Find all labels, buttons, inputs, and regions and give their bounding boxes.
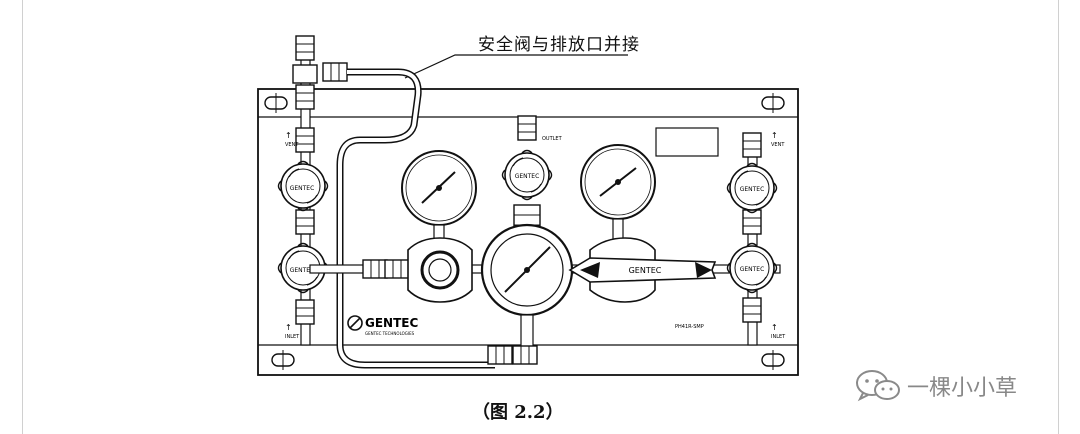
brand-logo-text: GENTEC bbox=[365, 316, 418, 330]
knob-brand-label: GENTEC bbox=[740, 266, 765, 273]
svg-text:↑: ↑ bbox=[771, 323, 778, 332]
label-window bbox=[655, 127, 719, 157]
watermark: 一棵小小草 bbox=[855, 368, 1017, 404]
page-left-rule bbox=[22, 0, 23, 434]
handle-brand-label: GENTEC bbox=[629, 266, 662, 275]
left-vent-label: VENT bbox=[285, 142, 299, 148]
left-inlet-label: INLET bbox=[285, 334, 300, 340]
svg-text:↑: ↑ bbox=[285, 131, 292, 140]
knob-brand-label: GENTEC bbox=[290, 185, 315, 192]
callout-label: 安全阀与排放口并接 bbox=[478, 35, 640, 55]
page-right-rule bbox=[1058, 0, 1059, 434]
model-label: PH41R-SMP bbox=[675, 324, 704, 330]
right-inlet-label: INLET bbox=[771, 334, 786, 340]
knob-brand-label: GENTEC bbox=[740, 186, 765, 193]
top-fitting bbox=[295, 35, 315, 61]
tee-fitting bbox=[295, 84, 315, 110]
svg-text:↑: ↑ bbox=[285, 323, 292, 332]
outlet-label: OUTLET bbox=[542, 136, 563, 142]
watermark-text: 一棵小小草 bbox=[907, 376, 1018, 401]
figure-caption: （图 2.2） bbox=[472, 402, 564, 423]
wechat-icon bbox=[856, 370, 900, 402]
right-vent-label: VENT bbox=[771, 142, 785, 148]
center-knob-label: GENTEC bbox=[515, 173, 540, 180]
knob-brand-label: GENTEC bbox=[290, 267, 315, 274]
brand-sub-text: GENTEC TECHNOLOGIES bbox=[365, 331, 415, 336]
svg-text:↑: ↑ bbox=[771, 131, 778, 140]
callout-leader bbox=[404, 54, 628, 79]
